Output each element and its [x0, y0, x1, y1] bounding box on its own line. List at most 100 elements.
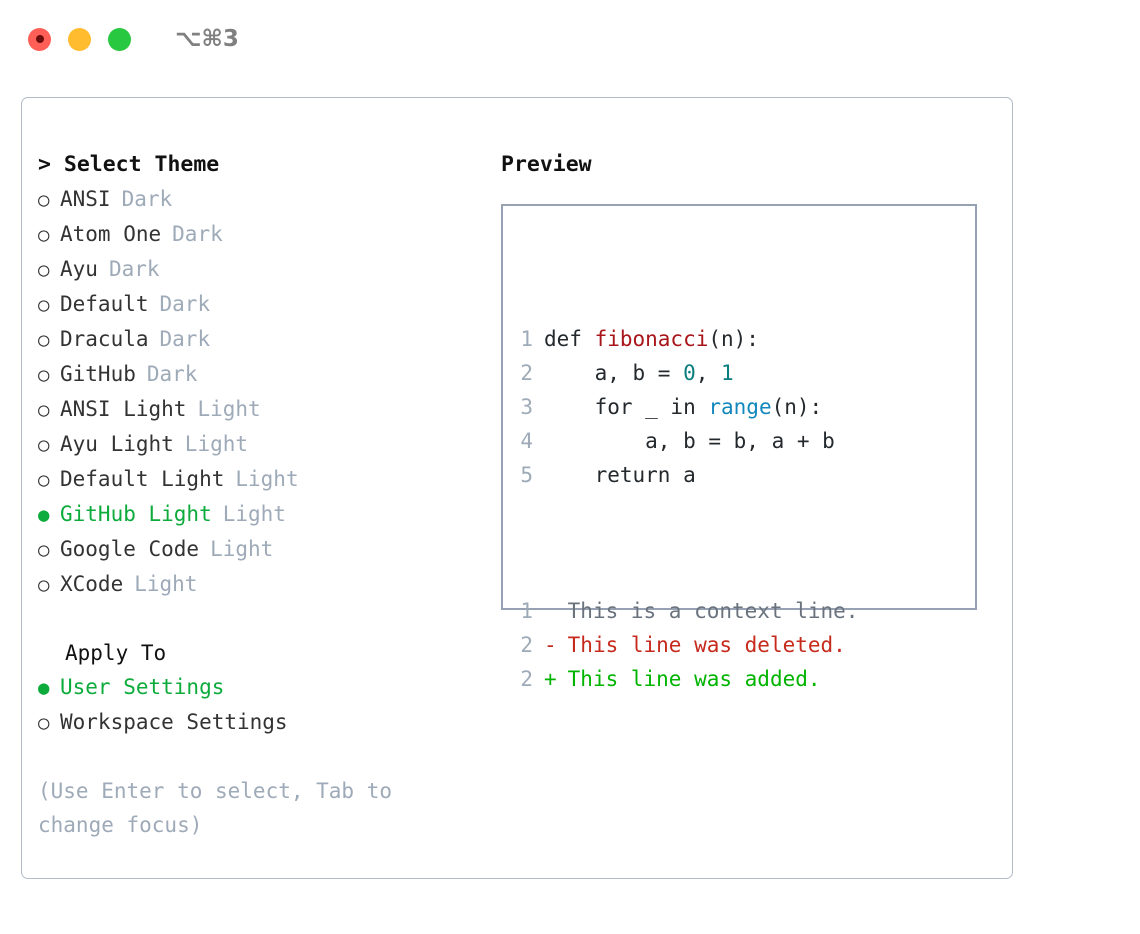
select-theme-title: Select Theme	[63, 152, 220, 177]
theme-option-default-light[interactable]: ○ Default Light Light	[38, 462, 498, 497]
diff-marker: -	[544, 633, 557, 657]
theme-option-dracula[interactable]: ○ Dracula Dark	[38, 322, 498, 357]
diff-text: This line was added.	[567, 667, 821, 691]
radio-unselected-icon: ○	[38, 189, 50, 211]
diff-marker: +	[544, 667, 557, 691]
line-number: 2	[520, 667, 533, 691]
code-line: 1 def fibonacci(n):	[519, 322, 967, 356]
line-number: 1	[520, 327, 533, 351]
line-number: 3	[520, 395, 533, 419]
radio-unselected-icon: ○	[38, 712, 50, 734]
theme-option-ayu-light[interactable]: ○ Ayu Light Light	[38, 427, 498, 462]
zoom-button[interactable]	[108, 27, 131, 51]
theme-option-label: Default	[60, 292, 149, 316]
diff-line-del: 2- This line was deleted.	[519, 628, 967, 662]
keyboard-hint: (Use Enter to select, Tab to change focu…	[38, 779, 393, 837]
theme-option-tag: Light	[184, 432, 249, 456]
theme-option-tag: Light	[222, 502, 286, 526]
diff-line-add: 2 + This line was added.	[519, 662, 967, 696]
radio-unselected-icon: ○	[38, 539, 50, 561]
apply-to-option-user-settings[interactable]: ●User Settings	[38, 670, 498, 705]
radio-unselected-icon: ○	[38, 294, 50, 316]
code-token-plain: (n):	[708, 327, 759, 351]
theme-option-tag: Dark	[146, 362, 198, 386]
apply-to-option-workspace-settings[interactable]: ○ Workspace Settings	[38, 705, 498, 740]
theme-option-tag: Light	[210, 537, 274, 561]
preview-title: Preview	[501, 152, 592, 177]
theme-option-label: ANSI	[60, 187, 111, 211]
radio-unselected-icon: ○	[38, 469, 50, 491]
code-sample: 1 def fibonacci(n): 2 a, b = 0, 1 3 for _ i…	[519, 322, 967, 492]
code-preview: 1 def fibonacci(n): 2 a, b = 0, 1 3 for _ i…	[519, 254, 967, 764]
prompt-caret: >	[38, 152, 64, 177]
radio-unselected-icon: ○	[38, 224, 50, 246]
diff-spacer	[555, 599, 568, 623]
theme-option-tag: Light	[197, 397, 261, 421]
theme-option-label: GitHub	[60, 362, 136, 386]
diff-text: This is a context line.	[567, 599, 859, 623]
radio-unselected-icon: ○	[38, 329, 50, 351]
theme-option-label: Default Light	[60, 467, 225, 491]
theme-option-atom-one[interactable]: ○ Atom One Dark	[38, 217, 498, 252]
apply-to-header: Apply To	[65, 641, 167, 665]
titlebar: ⌥⌘3	[0, 0, 1140, 78]
code-token-fn: fibonacci	[594, 327, 709, 351]
radio-unselected-icon: ○	[38, 434, 50, 456]
code-token-call: range	[708, 395, 772, 419]
window-controls	[28, 27, 131, 51]
close-button[interactable]	[28, 27, 51, 51]
theme-option-tag: Light	[235, 467, 299, 491]
theme-option-tag: Light	[134, 572, 198, 596]
diff-spacer	[555, 667, 568, 691]
theme-option-label: ANSI Light	[60, 397, 187, 421]
diff-text: This line was deleted.	[567, 633, 846, 657]
line-number: 5	[520, 463, 533, 487]
radio-unselected-icon: ○	[38, 364, 50, 386]
line-number: 1	[520, 599, 533, 623]
theme-option-label: Google Code	[60, 537, 200, 561]
code-line: 2 a, b = 0, 1	[519, 356, 967, 390]
diff-line-ctx: 1 This is a context line.	[519, 594, 967, 628]
diff-spacer	[555, 633, 568, 657]
code-line: 4 a, b = b, a + b	[519, 424, 967, 458]
theme-option-label: Ayu Light	[60, 432, 174, 456]
theme-option-tag: Dark	[159, 327, 211, 351]
theme-option-tag: Dark	[172, 222, 223, 246]
line-number: 4	[520, 429, 533, 453]
code-token-plain: a, b =	[544, 361, 684, 385]
theme-option-google-code[interactable]: ○ Google Code Light	[38, 532, 498, 567]
theme-option-label: Ayu	[60, 257, 98, 281]
keyboard-shortcut-label: ⌥⌘3	[175, 26, 239, 52]
diff-marker	[544, 594, 555, 628]
minimize-button[interactable]	[68, 27, 91, 51]
apply-to-option-label: Workspace Settings	[60, 710, 288, 734]
code-token-plain: return a	[544, 463, 696, 487]
code-token-num: 0	[683, 361, 696, 385]
theme-option-label: Atom One	[60, 222, 162, 246]
preview-column: Preview 1 def fibonacci(n): 2 a, b = 0, 1 3…	[501, 148, 991, 691]
line-number: 2	[520, 361, 533, 385]
code-token-plain: a, b = b, a + b	[544, 429, 835, 453]
code-token-plain: ,	[695, 361, 722, 385]
theme-option-github[interactable]: ○ GitHub Dark	[38, 357, 498, 392]
select-theme-header: > Select Theme	[38, 148, 498, 182]
apply-to-option-label: User Settings	[60, 675, 225, 699]
line-number: 2	[520, 633, 533, 657]
spacer	[38, 602, 498, 636]
apply-to-option-list: ●User Settings ○ Workspace Settings	[38, 670, 498, 740]
theme-option-label: Dracula	[60, 327, 149, 351]
code-token-plain: def	[544, 327, 595, 351]
code-token-plain: for _ in	[544, 395, 709, 419]
theme-option-label: XCode	[60, 572, 124, 596]
code-token-num: 1	[721, 361, 734, 385]
